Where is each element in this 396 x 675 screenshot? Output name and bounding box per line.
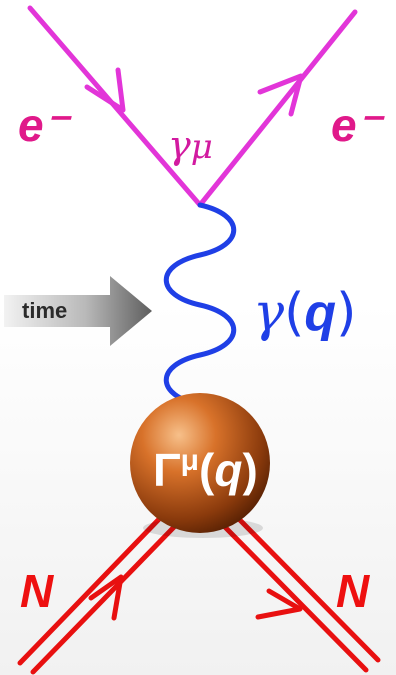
photon-propagator xyxy=(163,202,237,408)
time-arrow-icon xyxy=(4,276,152,346)
photon-label: γ(q) xyxy=(253,283,356,343)
vertex-label: γμ xyxy=(168,123,213,167)
electron-line-out xyxy=(197,9,358,208)
electron-in-label: e⁻ xyxy=(18,99,73,151)
electron-in-arrow-icon xyxy=(84,67,126,113)
blob-label: Γμ(q) xyxy=(153,444,258,496)
electron-out-arrow-icon xyxy=(257,73,304,117)
time-label: time xyxy=(22,298,67,323)
electron-out-label: e⁻ xyxy=(331,99,386,151)
nucleon-line-in xyxy=(17,512,178,675)
nucleon-out-arrow-icon xyxy=(255,588,303,620)
form-factor-blob xyxy=(130,393,270,533)
nucleon-in-arrow-icon xyxy=(88,574,124,621)
nucleon-line-out xyxy=(219,511,381,673)
nucleon-out-label: N xyxy=(336,565,370,617)
nucleon-in-label: N xyxy=(20,565,54,617)
